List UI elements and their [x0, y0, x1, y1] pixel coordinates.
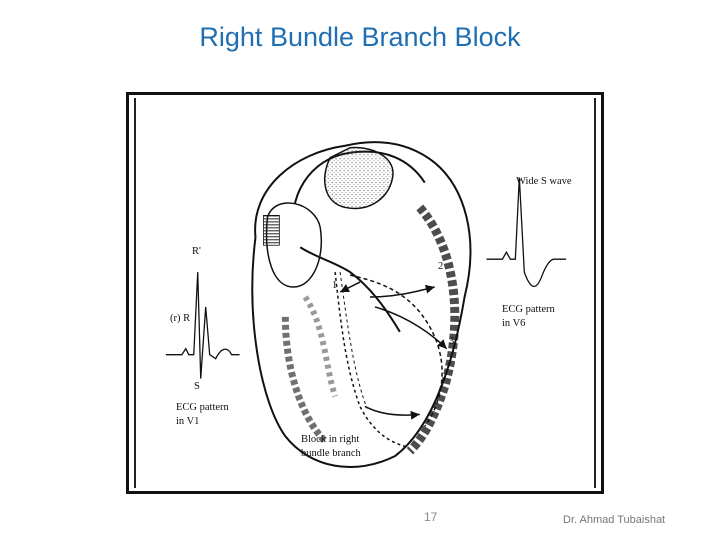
label-num-1: 1 [332, 280, 338, 291]
heart-diagram [165, 141, 567, 468]
label-ecg-v6-line1: ECG pattern [502, 304, 555, 315]
author-credit: Dr. Ahmad Tubaishat [563, 514, 666, 526]
ecg-v6-trace [486, 177, 567, 287]
arrow-2 [369, 284, 435, 298]
bundle-of-his [299, 246, 401, 333]
label-block-line1: Block in right [301, 434, 360, 445]
label-r-prime: R' [192, 246, 201, 257]
right-bundle-blocked [334, 272, 406, 447]
label-num-2: 2 [438, 261, 444, 272]
heart-outline [251, 141, 472, 468]
label-ecg-v6-line2: in V6 [502, 318, 526, 329]
right-ventricle-wall [281, 316, 328, 444]
figure-frame: R' (r) R S ECG pattern in V1 Wide S wave… [126, 92, 604, 494]
figure-inner: R' (r) R S ECG pattern in V1 Wide S wave… [134, 98, 596, 488]
label-ecg-v1-line1: ECG pattern [176, 402, 229, 413]
label-block-line2: bundle branch [301, 448, 361, 459]
arrow-block [364, 405, 420, 420]
ecg-v1-trace [165, 272, 240, 379]
left-ventricle-wall [406, 204, 460, 455]
sa-node [263, 215, 280, 246]
label-r: (r) R [170, 313, 191, 324]
right-atrium [265, 202, 322, 288]
label-ecg-v1-line2: in V1 [176, 416, 200, 427]
label-num-3: 3 [449, 336, 455, 347]
left-bundle [349, 274, 443, 427]
left-atrium [323, 146, 394, 210]
label-s: S [194, 381, 200, 392]
arrow-3 [374, 306, 448, 350]
slide-title: Right Bundle Branch Block [199, 22, 521, 52]
label-wide-s: Wide S wave [516, 176, 572, 187]
slide-number: 17 [424, 510, 438, 524]
arrow-1 [339, 281, 361, 293]
